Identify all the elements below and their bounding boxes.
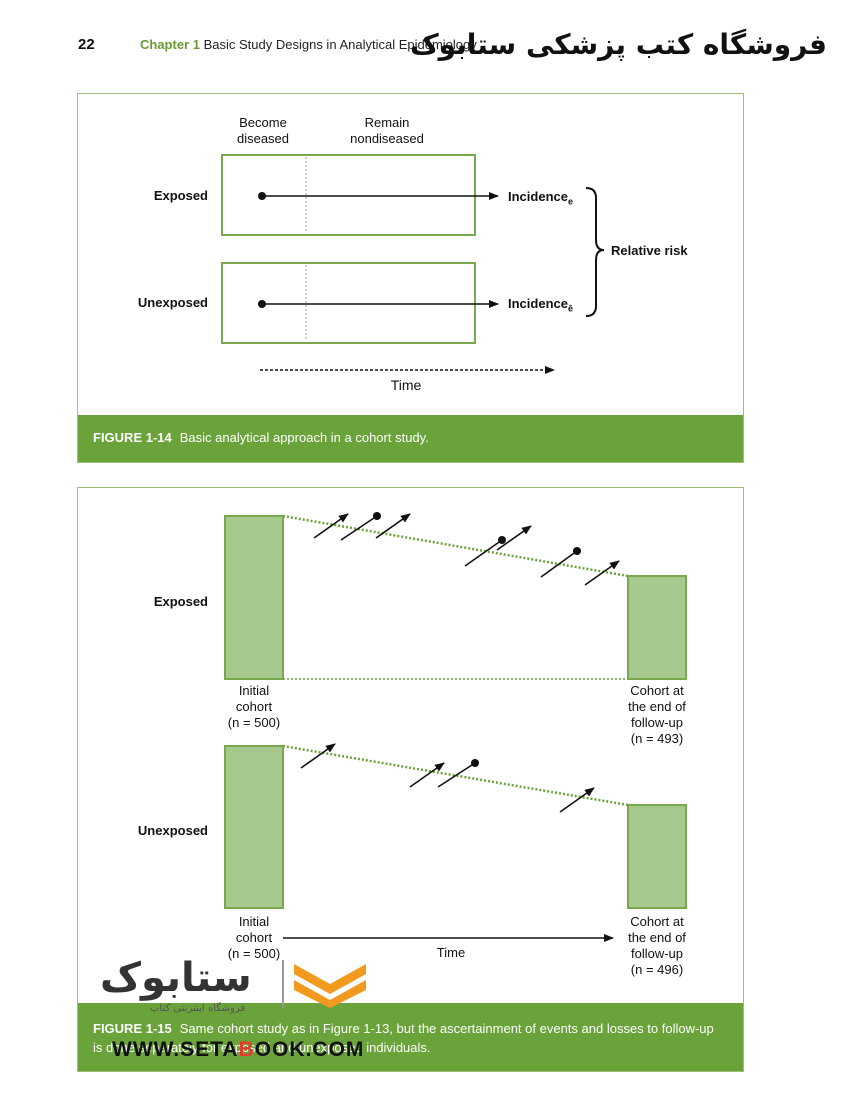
- figure-1-15: Exposed Unexposed Initial cohort (n = 50…: [77, 487, 744, 1072]
- unexposed-initial-line1: Initial: [238, 914, 270, 929]
- incidence-unexposed-subscript: ē: [567, 303, 573, 314]
- exposed-end-cohort-bar: [627, 575, 687, 680]
- incidence-exposed-subscript: e: [567, 196, 573, 207]
- figure-1-14-caption-text: Basic analytical approach in a cohort st…: [179, 430, 429, 445]
- watermark-logo-text: ستابوک: [100, 955, 252, 1001]
- figure-1-15-label: FIGURE 1-15: [93, 1021, 172, 1036]
- column-header-diseased: Become diseased: [228, 115, 298, 147]
- relative-risk-label: Relative risk: [611, 243, 688, 258]
- unexposed-end-line3: follow-up: [630, 946, 684, 961]
- exposed-initial-cohort-bar: [224, 515, 284, 680]
- column-header-diseased-line1: Become: [239, 115, 287, 130]
- exposed-event-lines: [340, 515, 578, 578]
- incidence-exposed: Incidencee: [508, 189, 588, 210]
- column-header-nondiseased: Remain nondiseased: [337, 115, 437, 147]
- setabook-logo-icon: [294, 964, 366, 1008]
- figure-1-14: Become diseased Remain nondiseased Expos…: [77, 93, 744, 463]
- row-label-unexposed: Unexposed: [137, 823, 208, 838]
- column-header-diseased-line2: diseased: [236, 131, 290, 146]
- unexposed-end-n: (n = 496): [630, 962, 684, 977]
- unexposed-initial-cohort-bar: [224, 745, 284, 909]
- exposed-initial-line1: Initial: [238, 683, 270, 698]
- time-label: Time: [390, 377, 422, 393]
- unexposed-initial-cohort-label: Initial cohort (n = 500): [214, 914, 294, 962]
- unexposed-box: [221, 262, 476, 344]
- cohort-approach-diagram: [221, 154, 605, 374]
- cohort-followup-diagram: [224, 512, 687, 942]
- unexposed-end-line1: Cohort at: [630, 914, 684, 929]
- exposed-initial-line2: cohort: [235, 699, 273, 714]
- watermark-website: WWW.SETABOOK.COM: [112, 1038, 364, 1062]
- unexposed-event-line: [437, 762, 476, 788]
- exposed-end-line2: the end of: [628, 699, 686, 714]
- exposed-end-line1: Cohort at: [630, 683, 684, 698]
- time-label: Time: [436, 945, 466, 960]
- chapter-title: Basic Study Designs in Analytical Epidem…: [203, 37, 477, 52]
- incidence-unexposed: Incidenceē: [508, 296, 588, 317]
- exposed-event-dots: [373, 512, 581, 555]
- header-overlay-persian: فروشگاه کتب پزشکی ستابوک: [410, 28, 827, 61]
- running-header: Chapter 1 Basic Study Designs in Analyti…: [140, 37, 477, 52]
- exposed-loss-arrows: [313, 513, 620, 586]
- unexposed-end-cohort-label: Cohort at the end of follow-up (n = 496): [617, 914, 697, 978]
- exposed-initial-cohort-label: Initial cohort (n = 500): [214, 683, 294, 731]
- figure-1-14-label: FIGURE 1-14: [93, 430, 172, 445]
- exposed-box: [221, 154, 476, 236]
- watermark-site-part2: OOK.COM: [254, 1038, 365, 1061]
- exposed-top-trend-line: [282, 514, 629, 578]
- incidence-unexposed-text: Incidence: [508, 296, 568, 311]
- page-number: 22: [78, 36, 95, 53]
- exposed-end-line3: follow-up: [630, 715, 684, 730]
- unexposed-end-cohort-bar: [627, 804, 687, 909]
- exposed-initial-n: (n = 500): [227, 715, 281, 730]
- unexposed-initial-n: (n = 500): [227, 946, 281, 961]
- unexposed-initial-line2: cohort: [235, 930, 273, 945]
- row-label-exposed: Exposed: [153, 594, 208, 609]
- exposed-end-n: (n = 493): [630, 731, 684, 746]
- unexposed-event-dot: [471, 759, 479, 767]
- watermark-site-red-letter: B: [238, 1038, 255, 1061]
- figure-1-14-caption: FIGURE 1-14 Basic analytical approach in …: [78, 415, 743, 462]
- exposed-end-cohort-label: Cohort at the end of follow-up (n = 493): [617, 683, 697, 747]
- unexposed-end-line2: the end of: [628, 930, 686, 945]
- relative-risk-brace: [585, 187, 605, 317]
- watermark-site-part1: WWW.SETA: [112, 1038, 239, 1061]
- incidence-exposed-text: Incidence: [508, 189, 568, 204]
- row-label-exposed: Exposed: [153, 188, 208, 203]
- row-label-unexposed: Unexposed: [137, 295, 208, 310]
- column-header-nondiseased-line1: Remain: [364, 115, 410, 130]
- column-header-nondiseased-line2: nondiseased: [350, 131, 424, 146]
- unexposed-loss-arrows: [300, 743, 595, 813]
- figure-1-15-caption-text: Same cohort study as in Figure 1-13, but…: [93, 1021, 714, 1055]
- watermark-divider: [282, 960, 284, 1008]
- watermark-subtitle: فروشگاه اینترنتی کتاب: [150, 1003, 246, 1014]
- chapter-label: Chapter 1: [140, 37, 200, 52]
